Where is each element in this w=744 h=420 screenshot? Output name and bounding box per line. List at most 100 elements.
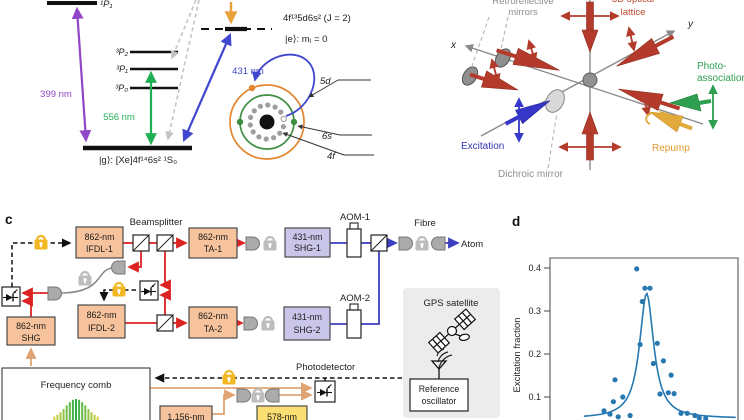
data-point [660,358,667,364]
lock-icon-gray [262,235,278,252]
aom-1-label: AOM-1 [340,212,370,223]
retro-mirror-1 [494,48,512,68]
box-shg1 [284,227,331,258]
panel-b-lattice-schematic: x y Retroreflective mirrors 3D optical l… [450,0,744,180]
lock-icon-gray [414,235,430,252]
level-3p2-label: ³P₂ [116,47,129,57]
data-point [684,410,690,416]
beam-ll-cone [480,70,519,91]
ytick-0.2: 0.2 [528,349,541,359]
shg2-label-1: 431-nm [292,312,322,322]
transition-399-label: 399 nm [40,89,72,100]
beamsplitter-cubes [132,234,388,332]
gps-satellite-icon [427,308,477,354]
data-point [678,410,684,416]
antenna-icon [430,360,448,379]
electron-6s-left [236,118,244,126]
ifdl2-label-2: IFDL-2 [88,323,115,333]
shell-6s-arrow [297,124,341,136]
ta2-label-2: TA-2 [204,324,223,334]
photoassociation-label-line1: Photo- [697,61,726,72]
excitation-beam-cone [515,100,551,125]
1156nm-label: 1,156-nm [167,412,204,420]
photoassociation-beam-tail [698,99,712,105]
y-axis-title: Excitation fraction [512,318,523,393]
refosc-label-1: Reference [419,384,460,394]
box-shg862 [6,316,56,346]
electron-4f [271,135,277,141]
lock-icon-gray [260,315,276,332]
beam-lr-cone [618,88,664,111]
ta1-label-1: 862-nm [198,232,228,242]
ta2-label-1: 862-nm [198,311,228,321]
data-point [657,391,663,397]
lock-icon-gray [77,270,93,287]
ytick-0.3: 0.3 [528,306,541,316]
dichroic-label: Dichroic mirror [498,169,564,180]
data-point [650,360,657,367]
connector [111,260,126,275]
data-point [607,411,613,417]
electron-4f-hole [280,115,287,123]
photoassociation-label-line2: association [697,73,744,84]
photodetector-3 [314,380,336,403]
box-ta2 [188,306,238,339]
connector [243,316,258,331]
lock-icon-yellow [33,234,49,251]
electron-4f [278,109,284,115]
connector [245,236,260,251]
data-point [615,414,621,420]
data-point [612,377,618,383]
electron-4f [257,103,263,109]
atom-label: Atom [461,239,483,250]
connector [431,236,446,251]
transition-556-label: 556 nm [103,112,135,123]
data-point [696,415,702,420]
lattice-beam-tails [469,34,681,111]
beamsplitter-cube [156,314,174,332]
gps-satellite-label: GPS satellite [424,298,479,309]
electron-4f [280,124,286,130]
panel-c-laser-system: c [1,212,500,420]
electron-4f [277,130,283,136]
aom-1-device [346,222,362,258]
panel-c-letter: c [5,212,13,227]
level-3p1-label: ³P₁ [116,64,128,74]
transition-431-arrow [182,32,232,143]
dichroic-mirror [545,89,565,113]
beamsplitter-cube [156,234,174,252]
electron-4f [248,114,254,120]
component-boxes [1,226,331,420]
ground-state-label: |g⟩: [Xe]4f¹⁴6s² ¹S₀ [99,155,177,166]
x-axis-label: x [450,40,457,51]
excited-sublevel-label: |e⟩: mⱼ = 0 [285,34,327,45]
data-point [627,412,633,419]
fibre-label: Fibre [414,218,436,229]
shell-5d-label: 5d [320,76,331,87]
lattice-polarization-arrows [489,11,651,152]
aom-2-label: AOM-2 [340,293,370,304]
photodetector-label: Photodetector [296,362,355,373]
data-point [620,394,626,400]
shg862-label-1: 862-nm [16,321,46,331]
level-3p0-label: ³P₀ [115,83,128,93]
chart-data-layer [583,266,736,420]
nucleus [259,114,275,130]
y-ticks [544,267,550,398]
decay-dashed-arrow-1 [170,0,197,60]
beam-top-cone [581,29,599,53]
shell-5d-circle [229,84,305,160]
reference-oscillator-box [409,378,469,412]
retro-leader-1 [471,16,490,67]
shg2-label-2: SHG-2 [294,325,321,335]
lock-icon-yellow [221,369,237,386]
plot-frame [549,257,739,420]
data-point [654,340,660,346]
electron-4f [265,102,271,108]
ifdl1-label-2: IFDL-1 [86,244,113,254]
box-1156nm [159,405,213,420]
fiber-patchcord [61,267,113,294]
photodetector-2 [139,280,159,301]
connector [398,236,413,251]
data-point [692,412,698,419]
